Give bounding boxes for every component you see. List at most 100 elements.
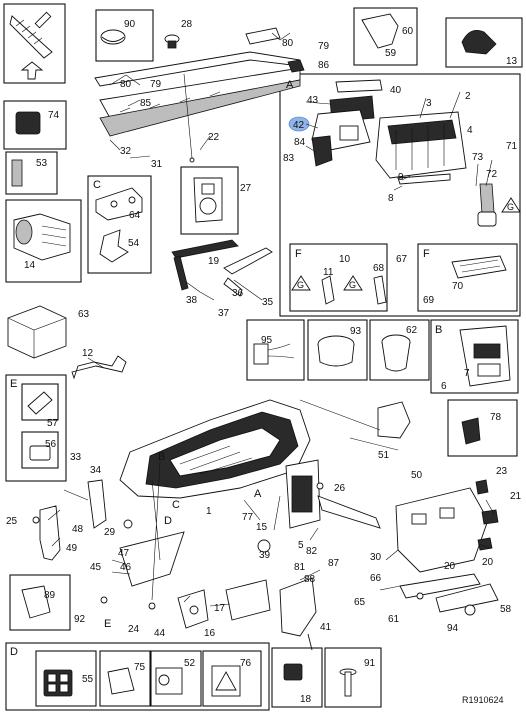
label-9: 9 (398, 172, 404, 183)
label-66: 66 (370, 573, 382, 584)
label-47: 47 (118, 548, 130, 559)
label-2: 2 (465, 91, 471, 102)
assembly-a (311, 79, 497, 227)
label-20-left: 20 (444, 561, 456, 572)
label-33: 33 (70, 452, 82, 463)
section-a-marker: A (254, 488, 262, 500)
g-marker-1 (291, 275, 311, 291)
label-34: 34 (90, 465, 102, 476)
label-75: 75 (134, 662, 146, 673)
label-53: 53 (36, 158, 48, 169)
section-c-label: C (93, 179, 101, 191)
label-77: 77 (242, 512, 254, 523)
clip-86 (287, 59, 305, 73)
label-15: 15 (256, 522, 268, 533)
trim-45 (119, 531, 185, 587)
label-70: 70 (452, 281, 464, 292)
part-13 (461, 29, 497, 55)
section-f-label-2: F (423, 248, 430, 260)
label-94: 94 (447, 623, 459, 634)
highlight-42[interactable] (288, 116, 310, 132)
box-f2 (417, 243, 518, 312)
label-48: 48 (72, 524, 84, 535)
label-50: 50 (411, 470, 423, 481)
label-40: 40 (390, 85, 402, 96)
g-label-2: G (349, 280, 356, 290)
trim-66 (399, 573, 481, 599)
clip-68 (373, 275, 387, 305)
cup-93 (317, 335, 355, 367)
label-55: 55 (82, 674, 94, 685)
label-76: 76 (240, 658, 252, 669)
section-a-label: A (286, 79, 294, 91)
label-22: 22 (208, 132, 220, 143)
screw-25 (32, 516, 40, 524)
label-32: 32 (120, 146, 132, 157)
label-90: 90 (124, 19, 136, 30)
bracket-44 (177, 589, 209, 629)
screw-22 (183, 73, 193, 159)
bracket-51 (377, 401, 411, 439)
panel-49 (39, 505, 61, 561)
bracket-64 (95, 187, 143, 221)
defroster-panel-80-79 (94, 27, 301, 137)
label-58: 58 (500, 604, 512, 615)
g-label-1: G (297, 280, 304, 290)
plug-90-rim (101, 36, 125, 42)
label-36: 36 (232, 288, 244, 299)
box-93 (307, 319, 368, 381)
label-61: 61 (388, 614, 400, 625)
label-92: 92 (74, 614, 86, 625)
label-52: 52 (184, 658, 196, 669)
hazard-switch-76 (211, 665, 241, 697)
clip-94 (464, 604, 476, 616)
section-e-marker: E (104, 618, 111, 630)
bracket-87 (279, 577, 317, 637)
label-89: 89 (44, 590, 56, 601)
reference-number: R1910624 (462, 695, 504, 705)
cup-holder-62 (381, 334, 411, 372)
label-84: 84 (294, 137, 306, 148)
g-marker-2 (343, 275, 363, 291)
box-f1 (289, 243, 388, 312)
clip-23 (475, 479, 489, 495)
clip-28 (164, 34, 180, 49)
label-91: 91 (364, 658, 376, 669)
label-46: 46 (120, 562, 132, 573)
label-62: 62 (406, 325, 418, 336)
label-78: 78 (490, 412, 502, 423)
label-45: 45 (90, 562, 102, 573)
bracket-57 (27, 391, 53, 415)
bracket-27 (193, 177, 223, 223)
trim-58 (435, 583, 499, 613)
label-56: 56 (45, 439, 57, 450)
label-5: 5 (298, 540, 304, 551)
switch-78 (461, 417, 481, 445)
bracket-16 (225, 579, 271, 621)
label-29: 29 (104, 527, 116, 538)
g-label-3: G (507, 202, 514, 212)
label-87: 87 (328, 558, 340, 569)
bracket-34 (87, 479, 107, 529)
fastener-91 (339, 668, 357, 697)
label-41: 41 (320, 622, 332, 633)
label-38: 38 (186, 295, 198, 306)
label-73: 73 (472, 152, 484, 163)
screw-26 (316, 482, 324, 490)
section-c-marker: C (172, 499, 180, 511)
label-49: 49 (66, 543, 78, 554)
label-19: 19 (208, 256, 220, 267)
bracket-60 (361, 13, 399, 49)
label-11: 11 (323, 267, 334, 278)
label-6: 6 (441, 381, 447, 392)
bracket-89 (21, 585, 51, 619)
label-21: 21 (510, 491, 522, 502)
label-65: 65 (354, 597, 366, 608)
label-43: 43 (307, 95, 319, 106)
part-number-labels: 90 28 80 79 86 60 59 13 80 79 85 74 22 3… (6, 19, 522, 705)
label-28: 28 (181, 19, 193, 30)
label-37: 37 (218, 308, 230, 319)
vent-14 (13, 213, 71, 261)
label-26: 26 (334, 483, 346, 494)
box-part-63 (7, 305, 67, 359)
